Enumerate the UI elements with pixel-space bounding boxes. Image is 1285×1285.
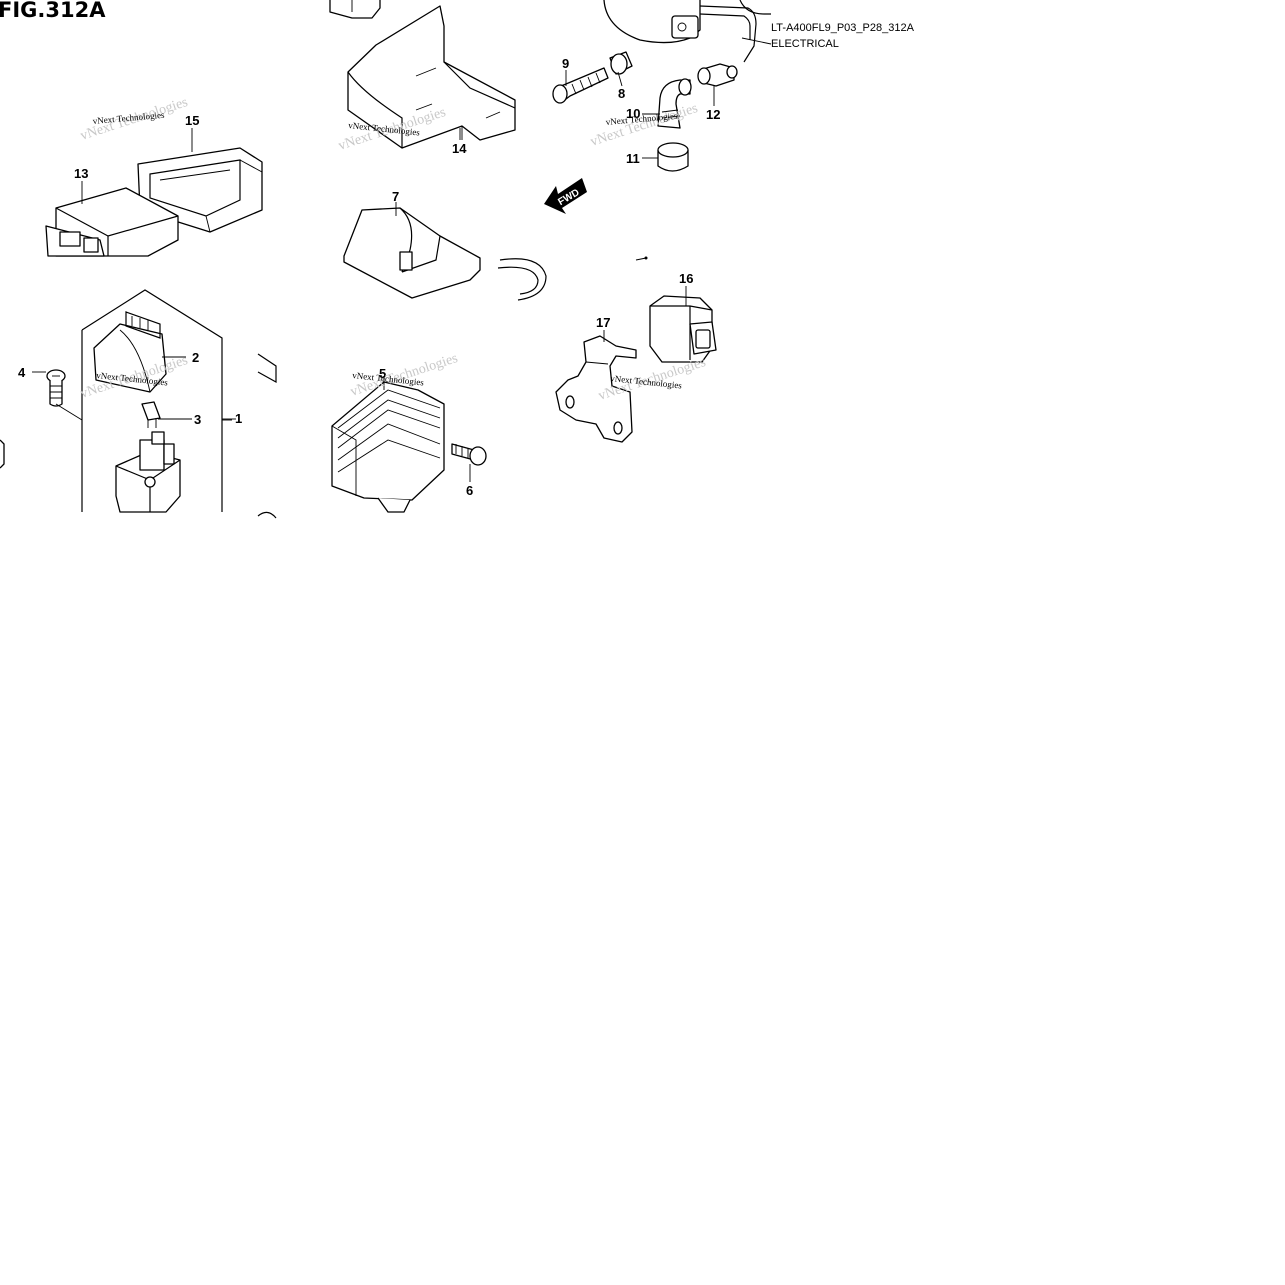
part-6-bolt <box>451 443 487 466</box>
leader-lines <box>32 70 715 482</box>
callout-1: 1 <box>235 411 242 426</box>
callout-14: 14 <box>452 141 467 156</box>
fwd-label: FWD <box>556 187 581 208</box>
part-13-control-unit <box>45 187 179 257</box>
part-12-grommet <box>697 63 738 87</box>
part-16-connector <box>649 295 717 363</box>
callout-3: 3 <box>194 412 201 427</box>
callout-8: 8 <box>618 86 625 101</box>
wiring-harness-top <box>603 0 772 63</box>
starter-relay-body <box>115 431 181 513</box>
figure-code: LT-A400FL9_P03_P28_312A <box>771 22 915 34</box>
callout-13: 13 <box>74 166 88 181</box>
part-17-bracket <box>555 335 637 443</box>
callout-11: 11 <box>626 151 640 166</box>
figure-title: FIG.312A <box>0 0 106 22</box>
part-5-regulator <box>331 381 445 513</box>
part-8-collar <box>609 51 633 75</box>
callout-15: 15 <box>185 113 199 128</box>
callout-4: 4 <box>18 365 26 380</box>
part-7-cover <box>343 207 481 299</box>
callout-12: 12 <box>706 107 720 122</box>
top-center-partial-part <box>329 0 381 19</box>
callout-5: 5 <box>379 366 386 381</box>
callout-6: 6 <box>466 483 473 498</box>
figure-section: ELECTRICAL <box>771 38 839 50</box>
part-14-cover <box>347 5 516 149</box>
callout-9: 9 <box>562 56 569 71</box>
part-11-cap <box>657 142 689 172</box>
part-3-fuse <box>141 401 161 428</box>
callout-labels: 1 2 3 4 5 6 7 8 9 10 11 12 13 14 15 16 1… <box>18 56 720 498</box>
part-2-relay-cover <box>93 311 167 393</box>
callout-2: 2 <box>192 350 199 365</box>
callout-10: 10 <box>626 106 640 121</box>
part-4-screw <box>46 369 83 421</box>
edge-partials <box>0 353 277 519</box>
part-1-assembly-frame <box>81 289 232 512</box>
part-9-bolt <box>552 67 609 104</box>
callout-17: 17 <box>596 315 610 330</box>
callout-7: 7 <box>392 189 399 204</box>
part-10-elbow-pipe <box>657 78 692 129</box>
partial-harness-center <box>497 256 648 301</box>
callout-16: 16 <box>679 271 693 286</box>
fwd-arrow: FWD <box>544 178 587 214</box>
